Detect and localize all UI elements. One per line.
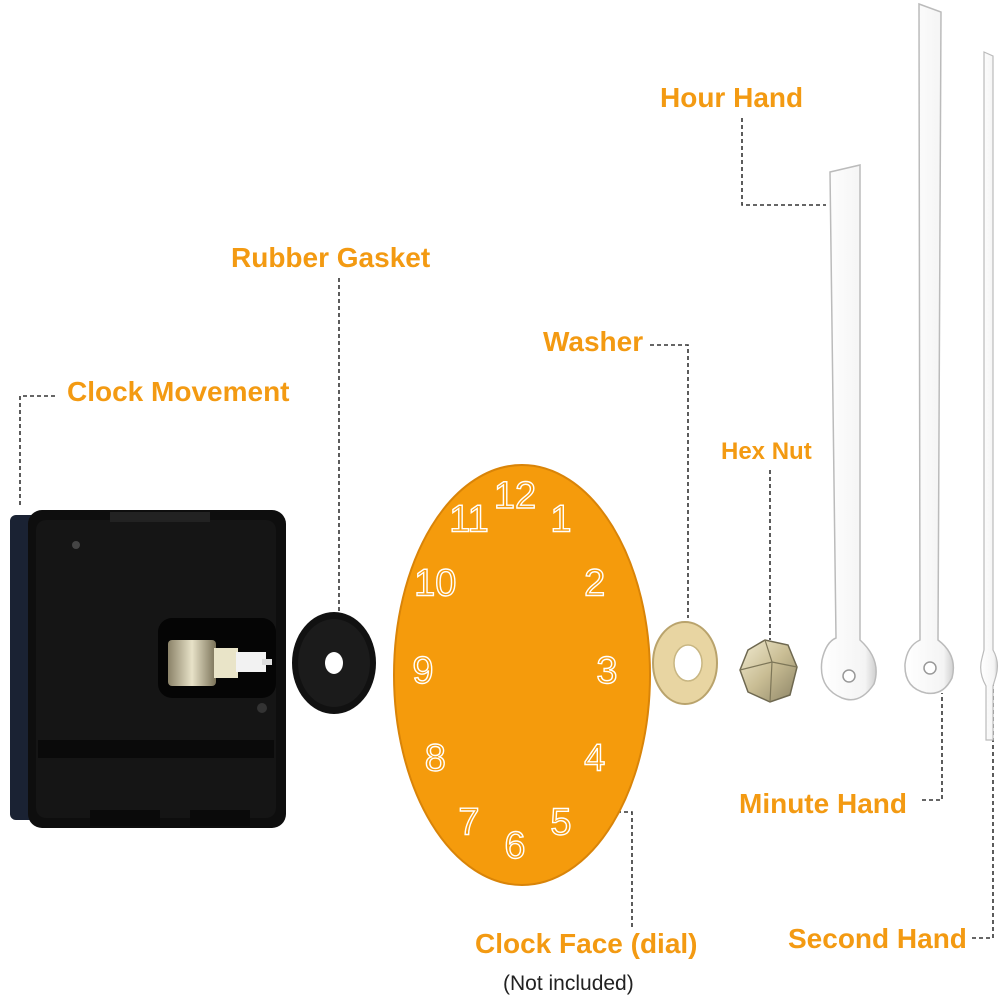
hex-nut-label: Hex Nut [721,438,812,465]
rubber-gasket-label: Rubber Gasket [231,242,431,273]
rubber-gasket [292,612,376,714]
minute-hand [904,2,955,695]
clock-face-dial [393,464,651,886]
dial-number-10: 10 [414,563,456,605]
dial-number-8: 8 [425,738,446,780]
dial-number-3: 3 [596,650,617,692]
clock-movement [10,510,286,828]
second-hand-label: Second Hand [788,923,967,954]
dial-number-5: 5 [550,802,571,844]
second-hand [980,51,999,741]
hour-hand [820,164,877,701]
dial-number-4: 4 [584,738,605,780]
dial-number-2: 2 [584,563,605,605]
minute-hand-label: Minute Hand [739,788,907,819]
clock-face-label: Clock Face (dial) [475,928,698,959]
clock-movement-label: Clock Movement [67,376,290,407]
dial-number-9: 9 [412,650,433,692]
hour-hand-label: Hour Hand [660,82,804,113]
not-included-note: (Not included) [503,972,634,995]
washer-label: Washer [543,326,644,357]
dial-number-6: 6 [504,825,525,867]
hex-nut [739,639,798,703]
dial-number-12: 12 [494,475,536,517]
dial-number-11: 11 [449,498,488,540]
dial-number-1: 1 [550,498,571,540]
dial-number-7: 7 [458,802,479,844]
washer [652,621,718,705]
